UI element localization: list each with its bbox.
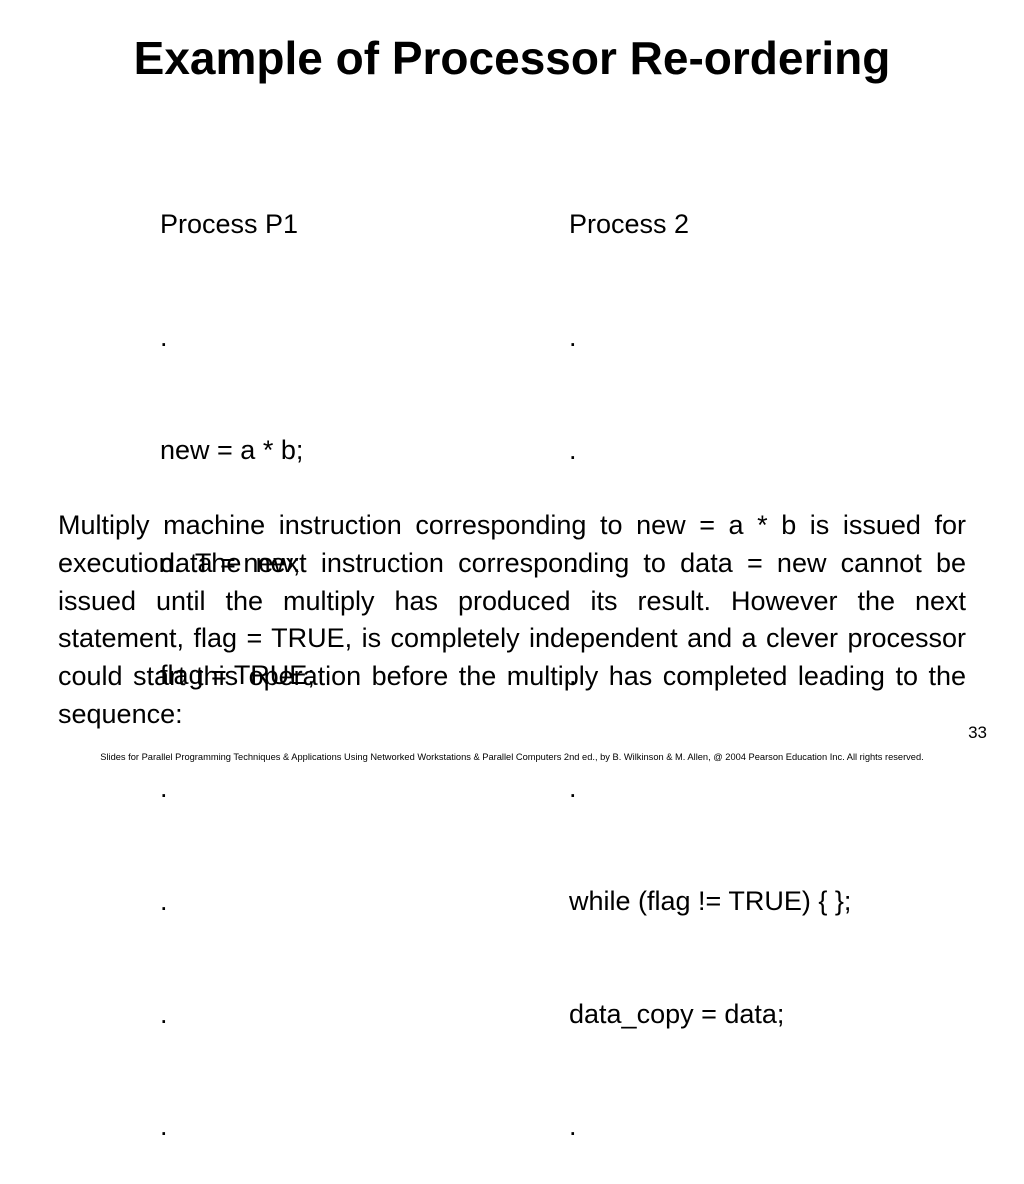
description-paragraph: Multiply machine instruction correspondi… (58, 510, 966, 729)
footer-copyright: Slides for Parallel Programming Techniqu… (100, 752, 924, 762)
code-line: . (160, 773, 168, 804)
code-line: . (569, 660, 577, 691)
code-line: new = a * b; (160, 434, 304, 465)
code-line: data = new; (160, 547, 301, 578)
slide-title: Example of Processor Re-ordering (133, 32, 891, 84)
process-2-header: Process 2 (569, 209, 690, 240)
code-line: . (569, 1111, 577, 1142)
code-line: flag = TRUE; (160, 660, 315, 691)
code-line: while (flag != TRUE) { }; (569, 885, 852, 916)
code-line: data_copy = data; (569, 998, 785, 1029)
page-number: 33 (968, 723, 987, 742)
code-line: . (160, 998, 168, 1029)
code-line: . (569, 773, 577, 804)
code-line: . (160, 885, 168, 916)
slide: { "slide": { "title": "Example of Proces… (58, 32, 987, 1142)
process-p1-header: Process P1 (160, 209, 299, 240)
code-line: . (569, 321, 577, 352)
code-line: . (569, 434, 577, 465)
code-line: . (160, 1111, 168, 1142)
code-line: . (569, 547, 577, 578)
code-line: . (160, 321, 168, 352)
